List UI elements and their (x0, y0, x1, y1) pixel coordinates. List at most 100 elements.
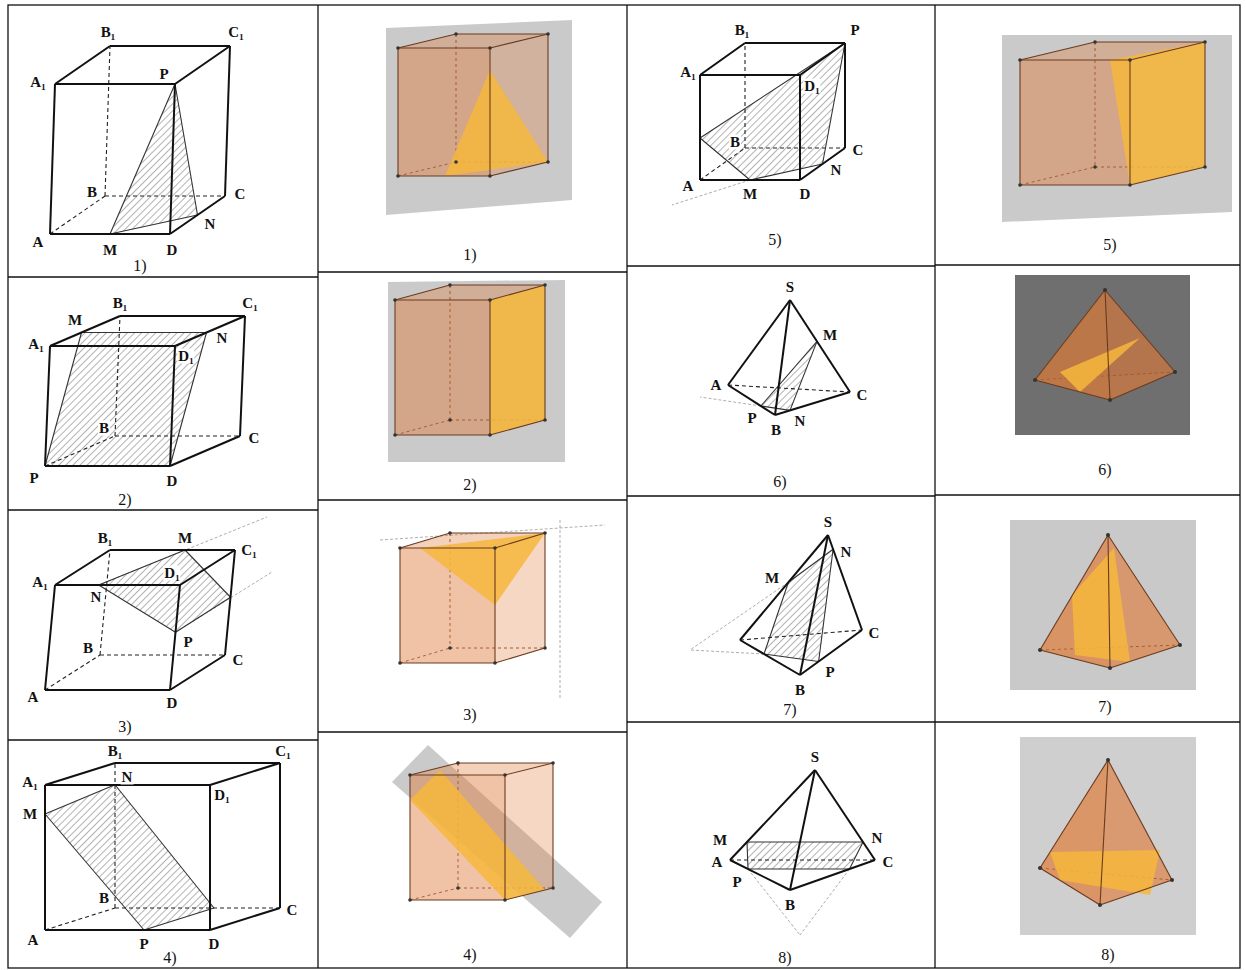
figures (45, 20, 1232, 938)
edge (1130, 167, 1205, 185)
edge (45, 465, 170, 466)
edge (700, 74, 800, 76)
cutting-plane (388, 280, 565, 462)
edge (800, 535, 828, 675)
edge (700, 179, 800, 181)
vertex-label: N (121, 770, 134, 785)
edge (176, 597, 231, 632)
edge (799, 75, 801, 180)
cube-face (490, 285, 545, 435)
edge (700, 138, 750, 180)
edge (170, 655, 225, 690)
construction-line (560, 520, 561, 700)
edge (450, 532, 545, 533)
edge (1110, 372, 1175, 400)
vertex-dot (454, 160, 458, 164)
construction-line (700, 397, 761, 406)
hidden-edge (100, 654, 225, 655)
vertex-dot (551, 886, 555, 890)
edge (410, 774, 505, 775)
vertex-label: D₁ (177, 349, 194, 364)
edge (700, 43, 845, 138)
table-rule (935, 721, 1240, 722)
vertex-dot (503, 773, 507, 777)
vertex-dot (393, 298, 397, 302)
edge (398, 34, 456, 48)
vertex-label: N (90, 590, 103, 605)
edge (395, 285, 450, 300)
edge (828, 535, 862, 630)
vertex-label: A (32, 235, 45, 250)
edge (45, 465, 170, 467)
vertex-label: D (166, 474, 179, 489)
vertex-dot (408, 773, 412, 777)
vertex-label: C₁ (274, 744, 291, 759)
vertex-label: B (82, 641, 94, 656)
vertex-dot (488, 298, 492, 302)
edge (209, 785, 211, 930)
edge (175, 84, 198, 215)
vertex-label: M (712, 833, 728, 848)
table-rule (627, 265, 935, 266)
table-rule (934, 5, 935, 968)
section-face (1050, 850, 1160, 895)
vertex-label: M (764, 571, 780, 586)
edge (397, 48, 398, 176)
figure-number: 5) (1102, 237, 1117, 253)
section-face (1072, 548, 1130, 662)
edge (110, 84, 175, 234)
edge (747, 841, 863, 842)
edge (800, 43, 845, 75)
hidden-edge (740, 630, 862, 640)
vertex-label: N (830, 163, 843, 178)
edge (395, 434, 490, 435)
edge (55, 46, 110, 84)
vertex-label: C (234, 187, 247, 202)
vertex-label: D (166, 696, 179, 711)
edge (410, 763, 458, 775)
vertex-label: B₁ (107, 744, 124, 759)
table-rule (935, 264, 1240, 265)
vertex-dot (456, 761, 460, 765)
edge (790, 300, 850, 392)
edge (210, 908, 280, 930)
vertex-dot (456, 886, 460, 890)
vertex-label: M (22, 807, 38, 822)
edge (50, 84, 55, 234)
edge (115, 762, 280, 764)
edge (800, 148, 845, 180)
table-rule (318, 731, 627, 732)
edge (450, 284, 545, 285)
figure-number: 6) (772, 474, 787, 490)
vertex-dot (1093, 165, 1097, 169)
vertex-dot (398, 546, 402, 550)
section-hatch (761, 341, 817, 410)
edge (745, 42, 845, 44)
vertex-dot (493, 661, 497, 665)
vertex-dot (1106, 533, 1110, 537)
edge (45, 689, 170, 691)
edge (410, 899, 505, 900)
figure-number: 2) (462, 477, 477, 493)
edge (489, 300, 490, 435)
edge (45, 929, 210, 931)
hidden-edge (45, 655, 100, 690)
figure-number: 3) (462, 707, 477, 723)
edge (1204, 42, 1205, 167)
edge (790, 341, 817, 410)
vertex-dot (1203, 165, 1207, 169)
edge (547, 34, 548, 162)
edge (490, 34, 548, 48)
edge (1100, 760, 1108, 905)
edge (110, 549, 235, 551)
edge (409, 775, 410, 900)
edge (82, 332, 207, 333)
render-background (1010, 520, 1196, 690)
edge (99, 585, 176, 632)
vertex-label: B₁ (100, 25, 117, 40)
vertex-dot (1128, 183, 1132, 187)
vertex-label: A (710, 378, 723, 393)
vertex-dot (1098, 903, 1102, 907)
vertex-label: B (729, 135, 741, 150)
